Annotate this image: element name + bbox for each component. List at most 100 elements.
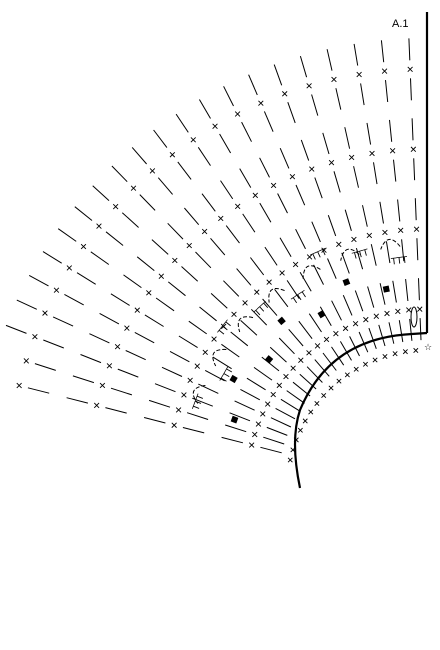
- treble-stitch: [401, 239, 405, 262]
- treble-stitch: [410, 78, 412, 101]
- treble-stitch: [52, 316, 74, 327]
- double-crochet-x: [171, 422, 177, 428]
- double-crochet-x: [234, 111, 241, 117]
- treble-stitch: [72, 375, 95, 384]
- treble-stitch: [42, 251, 62, 264]
- treble-stitch: [295, 184, 306, 206]
- double-crochet-x: [348, 154, 355, 161]
- double-crochet-x: [314, 401, 320, 407]
- treble-stitch: [125, 350, 146, 361]
- treble-stitch: [306, 366, 323, 383]
- double-crochet-x: [382, 353, 388, 359]
- treble-stitch: [331, 346, 345, 366]
- treble-stitch: [311, 221, 321, 243]
- chain-arc: [192, 385, 206, 404]
- treble-stitch: [221, 436, 244, 444]
- double-crochet-x: [134, 307, 141, 313]
- double-crochet-x: [194, 363, 200, 369]
- chain-arc: [340, 248, 360, 261]
- treble-stitch: [263, 436, 285, 445]
- double-crochet-x: [242, 300, 248, 306]
- double-crochet-x: [342, 325, 349, 332]
- treble-stitch: [27, 387, 50, 394]
- treble-stitch: [379, 283, 386, 305]
- treble-stitch: [313, 264, 324, 285]
- double-crochet-x: [344, 372, 350, 378]
- double-crochet-x: [234, 203, 241, 210]
- double-crochet-x: [130, 185, 137, 191]
- treble-stitch: [198, 99, 211, 119]
- treble-stitch: [411, 118, 414, 141]
- treble-stitch: [295, 228, 306, 250]
- treble-stitch: [199, 306, 217, 322]
- double-crochet-x: [352, 320, 359, 327]
- treble-stitch: [188, 320, 207, 335]
- double-crochet-x: [328, 159, 335, 166]
- treble-stitch: [331, 300, 342, 321]
- double-crochet-x: [201, 228, 208, 235]
- treble-stitch: [5, 324, 27, 334]
- double-crochet-x: [32, 333, 38, 340]
- double-crochet-x: [410, 146, 417, 152]
- treble-stitch: [339, 341, 352, 361]
- treble-stitch: [239, 168, 252, 188]
- double-crochet-x: [314, 343, 321, 349]
- bead-square: [342, 278, 351, 286]
- treble-stitch: [143, 417, 166, 424]
- double-crochet-x: [302, 418, 308, 424]
- treble-stitch: [261, 356, 280, 372]
- double-crochet-x: [298, 357, 304, 363]
- double-crochet-x: [293, 437, 299, 443]
- treble-stitch: [274, 288, 289, 308]
- treble-stitch: [177, 161, 192, 180]
- treble-stitch: [57, 228, 77, 242]
- treble-stitch: [326, 49, 333, 71]
- treble-stitch: [353, 166, 359, 188]
- double-crochet-x: [231, 311, 237, 318]
- double-crochet-x: [16, 382, 22, 389]
- treble-stitch: [286, 280, 300, 299]
- treble-stitch: [110, 293, 130, 306]
- treble-stitch: [117, 368, 139, 378]
- double-crochet-x: [297, 427, 303, 433]
- double-crochet-x: [290, 365, 296, 371]
- double-crochet-x: [362, 361, 368, 367]
- double-crochet-x: [252, 431, 258, 438]
- treble-stitch: [89, 333, 110, 344]
- treble-stitch: [327, 215, 337, 237]
- treble-stitch: [397, 199, 401, 222]
- treble-stitch: [197, 147, 211, 166]
- treble-stitch: [248, 74, 258, 96]
- treble-stitch: [342, 295, 353, 316]
- treble-stitch: [131, 147, 147, 165]
- double-crochet-x: [306, 254, 313, 260]
- double-crochet-x: [283, 373, 289, 380]
- treble-stitch: [111, 165, 128, 183]
- treble-stitch: [192, 397, 213, 407]
- treble-stitch: [223, 86, 234, 107]
- treble-stitch: [260, 446, 282, 454]
- treble-stitch: [250, 308, 268, 326]
- bead-square: [382, 285, 390, 293]
- treble-stitch: [181, 266, 199, 282]
- treble-stitch: [90, 251, 110, 265]
- treble-stitch: [105, 231, 124, 246]
- chain-arc: [268, 288, 285, 303]
- treble-stitch: [344, 127, 351, 149]
- treble-stitch: [388, 322, 395, 344]
- treble-stitch: [278, 337, 295, 355]
- treble-stitch: [354, 290, 364, 312]
- treble-stitch: [123, 274, 142, 289]
- double-crochet-x: [186, 242, 192, 249]
- double-crochet-x: [407, 66, 413, 73]
- treble-stitch: [250, 257, 265, 276]
- treble-stitch: [234, 400, 255, 411]
- double-crochet-x: [373, 313, 380, 319]
- treble-stitch: [225, 225, 240, 244]
- treble-stitch: [225, 424, 247, 433]
- treble-stitch: [99, 312, 120, 325]
- treble-stitch: [286, 390, 305, 404]
- treble-stitch: [92, 185, 110, 201]
- double-crochet-x: [417, 306, 423, 312]
- picot-t-group: TTT: [290, 289, 310, 307]
